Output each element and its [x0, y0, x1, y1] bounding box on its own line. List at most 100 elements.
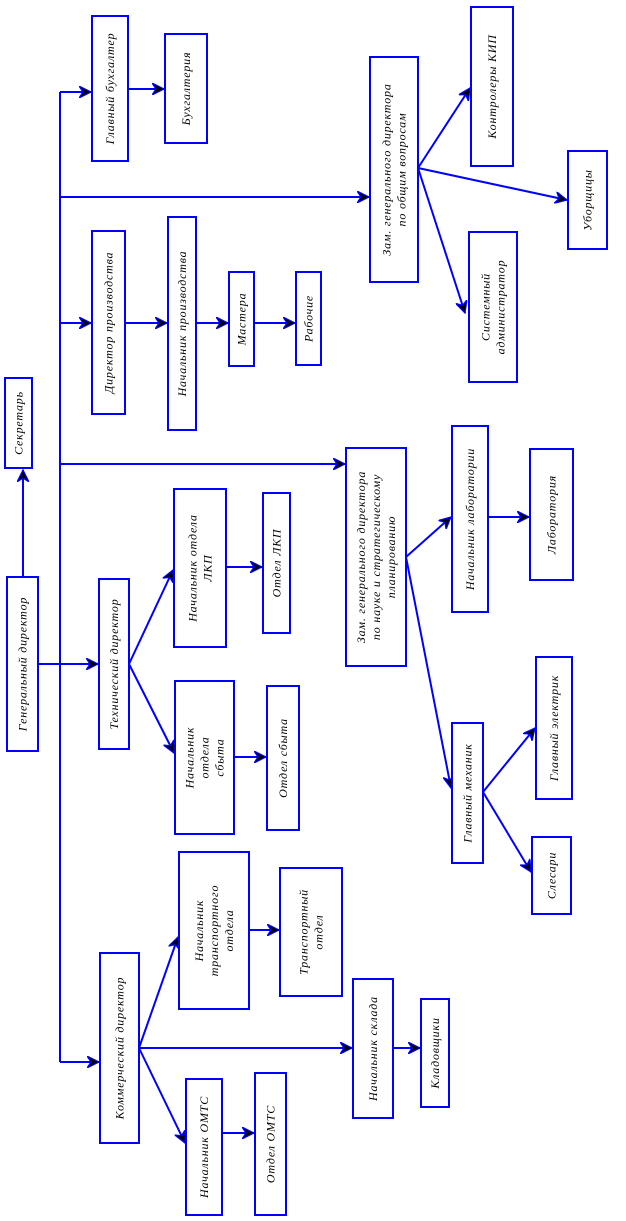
node-box: [345, 447, 407, 667]
node-label: Начальниктранспортногоотдела: [192, 885, 236, 977]
node-box: [228, 271, 255, 367]
node-label: Лаборатория: [545, 475, 559, 555]
node-warehouse-head: Начальник склада: [352, 978, 394, 1119]
node-lab-head: Начальник лаборатории: [451, 425, 489, 613]
node-lkp-head: Начальник отделаЛКП: [173, 488, 227, 648]
node-label-line: отдела: [198, 736, 212, 778]
node-box: [451, 722, 484, 864]
node-sales-dept: Отдел сбыта: [266, 685, 300, 831]
arrow-deputy-general-to-cleaners: [417, 167, 567, 200]
node-label-line: Начальник ОМТС: [197, 1096, 211, 1199]
arrow-deputy-general-to-kip-controllers: [417, 88, 471, 169]
node-label-line: Бухгалтерия: [179, 52, 193, 127]
node-label: Отдел ОМТС: [264, 1105, 278, 1183]
arrow-technical-director-to-sales-head: [128, 663, 175, 753]
node-box: [266, 685, 300, 831]
node-label-line: Лаборатория: [545, 475, 559, 555]
node-label: Отдел сбыта: [276, 718, 290, 798]
arrow-commercial-director-to-omts-head: [138, 1047, 186, 1143]
node-label: Контролеры КИП: [485, 34, 499, 140]
node-box: [531, 836, 572, 915]
node-label-line: администратор: [494, 260, 508, 355]
node-label-line: Начальник производства: [175, 251, 189, 398]
node-label-line: Технический директор: [107, 598, 121, 729]
node-label-line: сбыта: [213, 738, 227, 776]
node-label: Главный бухгалтер: [103, 33, 117, 146]
node-box: [468, 231, 518, 383]
node-label: Зам. генерального директорапо общим вопр…: [380, 83, 409, 255]
node-label-line: Мастера: [235, 293, 249, 347]
node-box: [295, 271, 322, 366]
node-omts-head: Начальник ОМТС: [185, 1078, 223, 1216]
node-deputy-general: Зам. генерального директорапо общим вопр…: [369, 56, 419, 283]
node-label-line: Зам. генерального директора: [380, 83, 394, 255]
node-label: Отдел ЛКП: [270, 528, 284, 597]
node-label: Начальник лаборатории: [463, 448, 477, 591]
node-label-line: Начальник отдела: [186, 514, 200, 623]
node-label-line: Системный: [479, 273, 493, 341]
node-production-director: Директор производства: [91, 230, 126, 415]
node-label: Системныйадминистратор: [479, 260, 508, 355]
node-commercial-director: Коммерческий директор: [99, 952, 140, 1144]
node-transport-head: Начальниктранспортногоотдела: [178, 851, 250, 1010]
node-chief-electrician: Главный электрик: [535, 656, 573, 800]
node-label: Транспортныйотдел: [297, 889, 326, 975]
node-label-line: Слесари: [545, 852, 559, 899]
node-box: [262, 492, 291, 634]
node-sysadmin: Системныйадминистратор: [468, 231, 518, 383]
arrow-chief-mechanic-to-fitters: [482, 791, 532, 872]
node-production-head: Начальник производства: [167, 216, 197, 431]
node-transport-dept: Транспортныйотдел: [279, 867, 343, 997]
node-label: Слесари: [545, 852, 559, 899]
node-technical-director: Технический директор: [98, 578, 130, 750]
node-label-line: Секретарь: [12, 391, 26, 455]
org-boxes: Генеральный директор Секретарь Главный бух…: [4, 6, 608, 1216]
node-label: Главный механик: [461, 743, 475, 843]
node-cleaners: Уборщицы: [567, 150, 608, 250]
node-storekeepers: Кладовщики: [420, 998, 450, 1108]
node-box: [4, 377, 33, 469]
node-box: [451, 425, 489, 613]
node-box: [174, 680, 235, 835]
node-label-line: Контролеры КИП: [485, 34, 499, 140]
node-label: Рабочие: [302, 295, 316, 343]
node-chief-mechanic: Главный механик: [451, 722, 484, 864]
node-label: Начальникотделасбыта: [183, 727, 227, 790]
connector-lines: [23, 88, 567, 1143]
node-label: Начальник склада: [366, 996, 380, 1102]
node-label-line: по науке и стратегическому: [369, 474, 383, 640]
node-label-line: Зам. генерального директора: [354, 471, 368, 643]
node-label-line: Начальник склада: [366, 996, 380, 1102]
node-box: [91, 230, 126, 415]
arrow-deputy-general-to-sysadmin: [417, 167, 465, 313]
node-label-line: Начальник: [192, 900, 206, 963]
node-label-line: Генеральный директор: [16, 597, 30, 732]
node-label-line: Отдел ЛКП: [270, 528, 284, 597]
node-label: Уборщицы: [581, 169, 595, 230]
arrow-deputy-science-to-chief-mechanic: [405, 556, 451, 788]
node-label: Начальник ОМТС: [197, 1096, 211, 1199]
node-label-line: ЛКП: [201, 554, 215, 583]
node-box: [352, 978, 394, 1119]
node-omts-dept: Отдел ОМТС: [254, 1072, 287, 1216]
node-label-line: Начальник: [183, 727, 197, 790]
node-label-line: отдел: [312, 914, 326, 949]
node-label-line: Директор производства: [102, 252, 116, 395]
node-box: [164, 33, 208, 144]
node-sales-head: Начальникотделасбыта: [174, 680, 235, 835]
node-label-line: Начальник лаборатории: [463, 448, 477, 591]
node-label-line: Отдел сбыта: [276, 718, 290, 798]
node-box: [567, 150, 608, 250]
node-box: [91, 15, 129, 162]
node-label-line: Рабочие: [302, 295, 316, 343]
node-chief-accountant: Главный бухгалтер: [91, 15, 129, 162]
node-label: Начальник отделаЛКП: [186, 514, 215, 623]
node-masters: Мастера: [228, 271, 255, 367]
node-gendir: Генеральный директор: [6, 576, 39, 752]
node-label-line: Главный механик: [461, 743, 475, 843]
node-label: Главный электрик: [547, 675, 561, 782]
node-kip-controllers: Контролеры КИП: [470, 6, 514, 167]
node-label-line: Коммерческий директор: [113, 977, 127, 1121]
